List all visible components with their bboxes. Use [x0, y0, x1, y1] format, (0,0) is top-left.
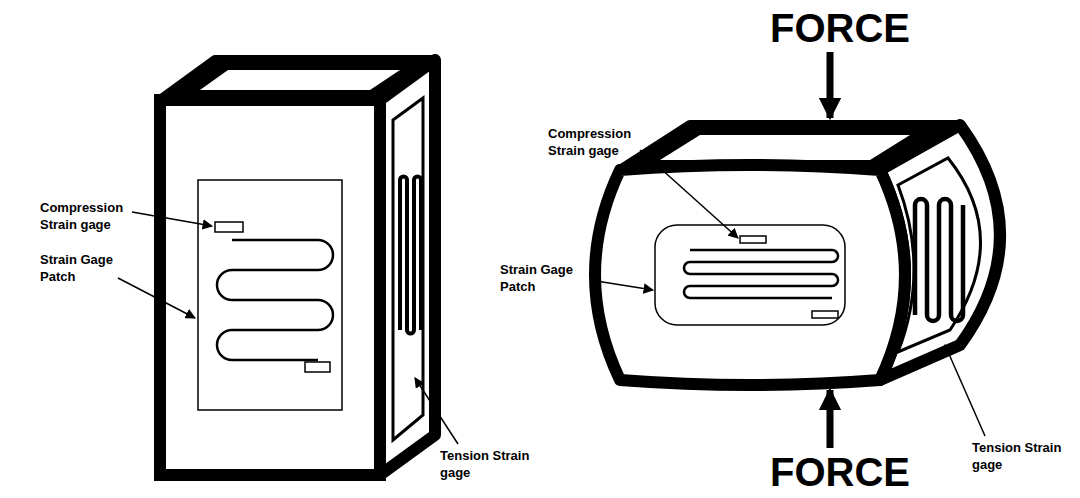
gage-grid — [684, 250, 838, 298]
tension-gage-grid — [915, 199, 963, 321]
part-label: Tension Strain gage — [440, 448, 530, 482]
force-arrow — [827, 390, 834, 448]
part-label: Tension Strain gage — [972, 440, 1062, 474]
part-label: Strain Gage Patch — [500, 262, 595, 296]
tension-gage-tab — [812, 311, 838, 318]
force-arrow — [827, 52, 834, 118]
leader-line — [640, 150, 738, 238]
top-window — [660, 135, 910, 160]
gage-grid — [217, 240, 333, 360]
force-label: FORCE — [760, 452, 920, 492]
leader-line — [415, 378, 458, 444]
tension-gage-tab — [305, 362, 330, 372]
side-patch — [898, 158, 981, 352]
gage-grid-wire — [217, 240, 333, 360]
gage-grid-wire — [915, 199, 963, 321]
top-window — [200, 70, 400, 90]
compression-gage — [215, 222, 243, 232]
leader-lines — [118, 212, 458, 444]
undeformed-block — [160, 60, 435, 475]
side-patch — [393, 98, 423, 440]
front-face — [595, 165, 905, 385]
gage-grid-wire — [400, 177, 421, 334]
part-label: Compression Strain gage — [548, 126, 648, 160]
leader-line — [132, 212, 212, 226]
leader-line — [945, 345, 985, 436]
part-label: Compression Strain gage — [40, 200, 140, 234]
part-label: Strain Gage Patch — [40, 252, 135, 286]
strain-gage-patch — [655, 225, 845, 325]
compressed-block — [595, 125, 1000, 385]
gage-grid-wire — [684, 250, 838, 298]
leader-line — [118, 278, 195, 318]
strain-gage-patch — [198, 180, 342, 410]
leader-lines — [590, 150, 985, 436]
compression-gage — [740, 236, 766, 243]
tension-gage-grid — [400, 177, 421, 334]
leader-line — [590, 280, 653, 290]
force-label: FORCE — [760, 8, 920, 48]
side-face — [380, 60, 435, 475]
front-face — [160, 100, 380, 475]
force-arrows — [830, 52, 831, 448]
